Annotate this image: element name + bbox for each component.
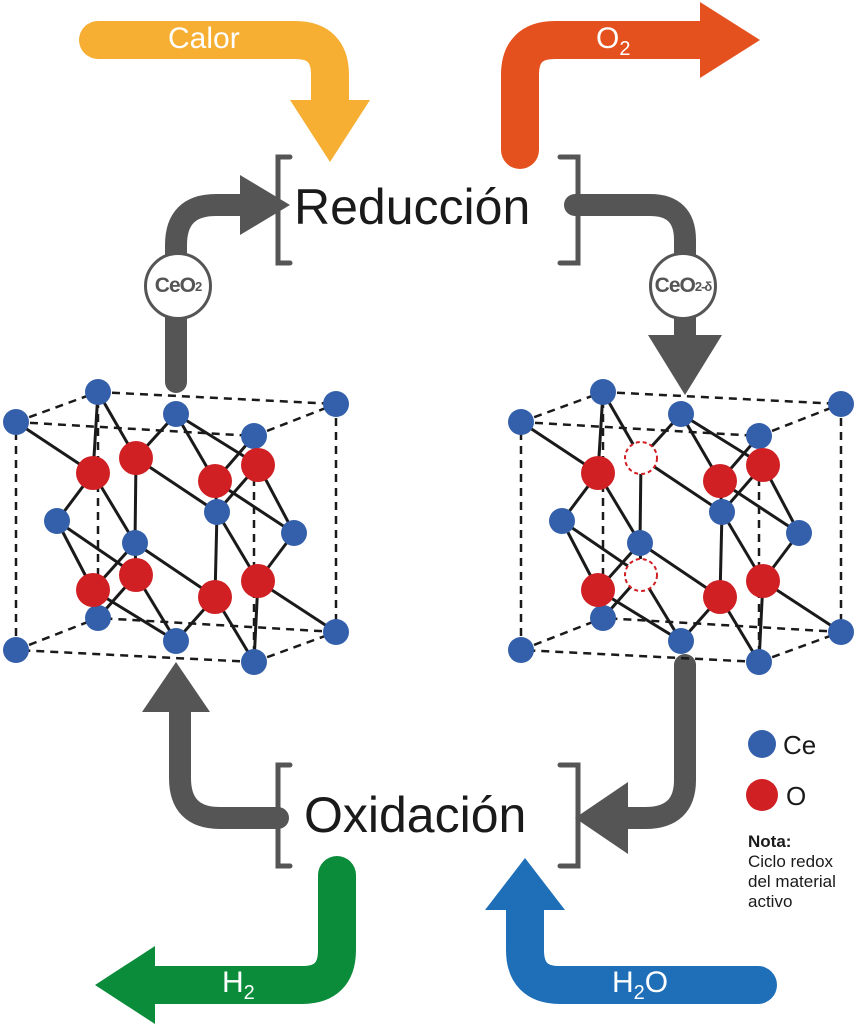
ce-atom (281, 520, 307, 546)
ce-atom (85, 379, 111, 405)
o2-arrow (501, 2, 760, 169)
cell-edge (15, 648, 255, 664)
legend-ce-label: Ce (783, 730, 817, 760)
ce-atom (241, 423, 267, 449)
ce-atom (163, 401, 189, 427)
h2o-subscript: 2 (633, 982, 645, 1004)
cell-edge (253, 402, 337, 438)
ceo2-text: CeO (154, 274, 196, 297)
ce-atom (828, 391, 854, 417)
ce-atom (828, 619, 854, 645)
cell-edge (97, 390, 337, 406)
note: Nota: Ciclo redox del material activo (748, 832, 858, 912)
ce-atom (668, 628, 694, 654)
cycle-arrows (165, 194, 696, 829)
cell-edge (15, 616, 99, 652)
cell-edge (758, 630, 842, 664)
ce-atom (746, 649, 772, 675)
o-atom (241, 564, 275, 598)
oxygen-vacancy (624, 558, 658, 592)
h2-text: H (222, 966, 244, 999)
cycle-arrowheads (142, 175, 722, 854)
legend-ce-dot (748, 730, 776, 758)
ce-atom (627, 530, 653, 556)
oxidation-label: Oxidación (304, 787, 527, 843)
o-atom (119, 558, 153, 592)
o-atom (76, 456, 110, 490)
ce-atom (44, 508, 70, 534)
legend-o-dot (746, 779, 778, 811)
o-atom (703, 580, 737, 614)
h2-subscript: 2 (243, 982, 255, 1004)
o-atom (703, 464, 737, 498)
cell-edge (520, 420, 760, 438)
o-atom (198, 580, 232, 614)
cell-edge (97, 616, 337, 634)
o-atom (76, 573, 110, 607)
ce-atom (163, 628, 189, 654)
cell-edge (520, 648, 760, 664)
o-atom (119, 441, 153, 475)
cell-edge (602, 616, 842, 634)
heat-arrow (79, 21, 370, 162)
o-atom (581, 573, 615, 607)
ce-atom (746, 423, 772, 449)
ce-atom (204, 499, 230, 525)
ceo2-delta-text: CeO (654, 274, 696, 297)
heat-label: Calor (168, 22, 240, 55)
ce-atom (668, 401, 694, 427)
o-atom (198, 464, 232, 498)
cell-edge (15, 420, 255, 438)
note-title: Nota: (748, 832, 792, 851)
reduction-label: Reducción (294, 179, 531, 235)
ceria-lattice-reduced (508, 379, 854, 675)
note-text: Ciclo redox del material activo (748, 852, 836, 911)
oxygen-vacancy (624, 441, 658, 475)
cell-edge (520, 616, 604, 652)
ce-atom (323, 391, 349, 417)
o-atom (746, 448, 780, 482)
ce-atom (122, 530, 148, 556)
ce-atom (590, 379, 616, 405)
o2-text: O (596, 22, 620, 55)
ce-atom (549, 508, 575, 534)
ceo2-subscript: 2 (194, 278, 202, 294)
o-atom (581, 456, 615, 490)
o-atom (746, 564, 780, 598)
ce-atom (590, 605, 616, 631)
h2-label: H2 (222, 966, 255, 1005)
h2o-text-o: O (644, 966, 669, 999)
ceo2-delta-subscript: 2-δ (694, 278, 712, 294)
cell-edge (15, 390, 99, 424)
h2o-label: H2O (612, 966, 668, 1005)
legend-o-label: O (786, 781, 807, 811)
o2-label: O2 (596, 22, 630, 61)
h2o-arrow (485, 858, 777, 1004)
brackets (275, 154, 581, 869)
ce-atom (3, 409, 29, 435)
cell-edge (520, 390, 604, 424)
ce-atom (508, 637, 534, 663)
ce-atom (508, 409, 534, 435)
ce-atom (241, 649, 267, 675)
cell-edge (253, 630, 337, 664)
cell-edge (602, 390, 842, 406)
ce-atom (786, 520, 812, 546)
h2-arrow (95, 856, 356, 1024)
h2o-text-h: H (612, 966, 634, 999)
cell-edge (758, 402, 842, 438)
o-atom (241, 448, 275, 482)
ceria-lattice-oxidized (3, 379, 349, 675)
ce-atom (85, 605, 111, 631)
ce-atom (709, 499, 735, 525)
ce-atom (3, 637, 29, 663)
ce-atom (323, 619, 349, 645)
o2-subscript: 2 (619, 38, 631, 60)
